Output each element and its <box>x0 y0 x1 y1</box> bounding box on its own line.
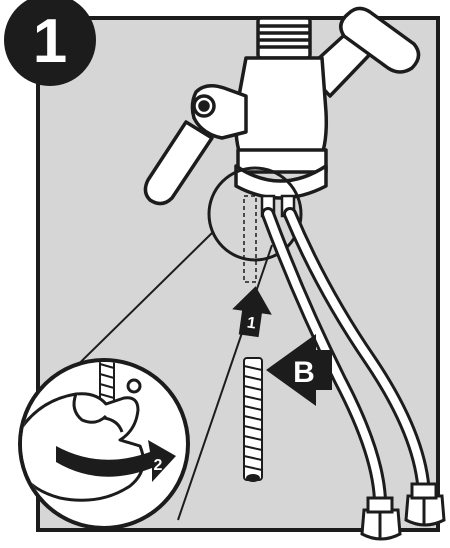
threaded-rod-icon <box>244 358 262 481</box>
rotate-label: 2 <box>154 457 163 474</box>
part-label: B <box>293 356 315 389</box>
step-number: 1 <box>33 7 67 76</box>
